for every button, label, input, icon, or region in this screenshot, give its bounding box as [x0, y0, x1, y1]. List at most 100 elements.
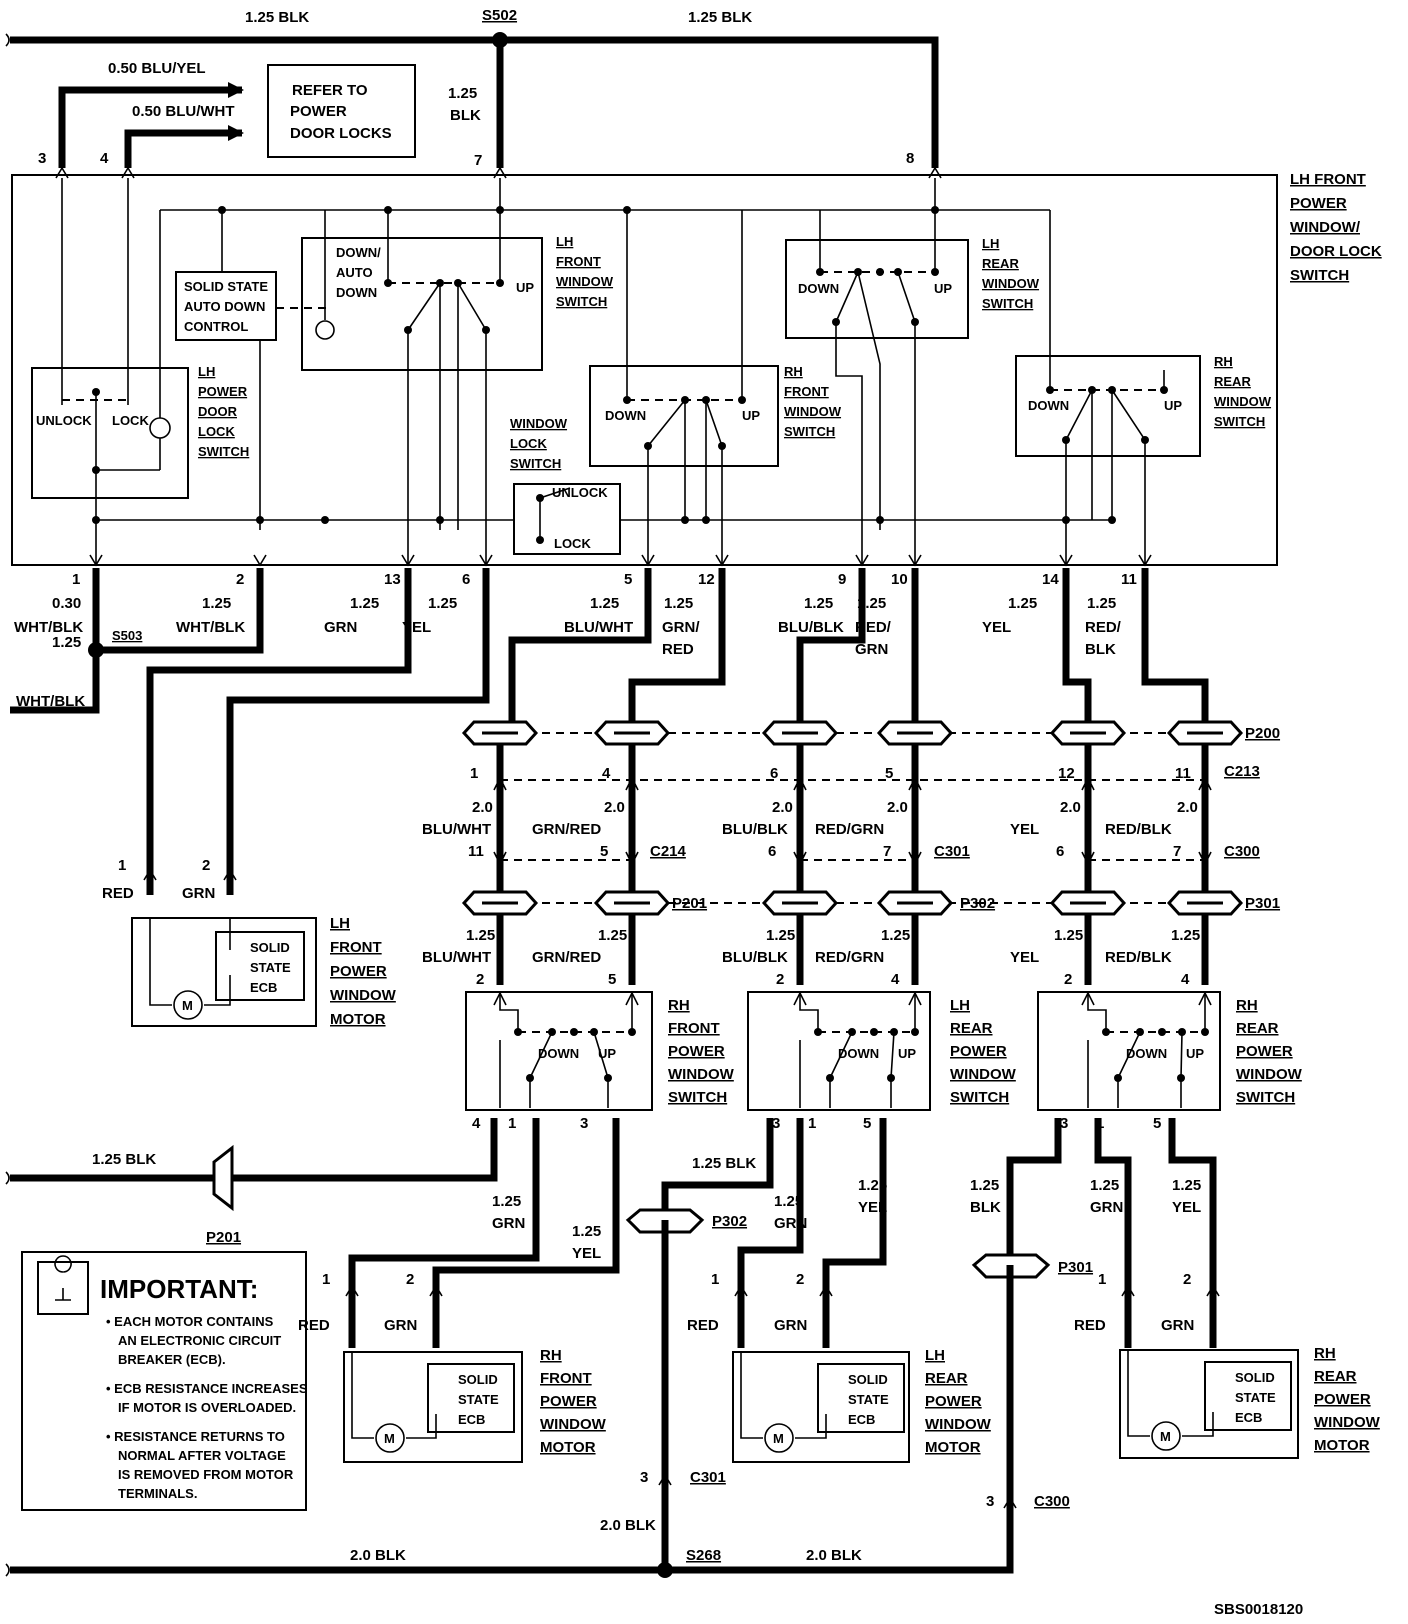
- dl-label2: POWER: [198, 384, 248, 399]
- motor-label-0-3: WINDOW: [540, 1416, 607, 1433]
- lhf-motor-m: M: [182, 998, 193, 1013]
- mid-size2-1: 1.25: [598, 927, 627, 944]
- motor-m-1: M: [773, 1431, 784, 1446]
- door-switch-label-2-0: RH: [1236, 997, 1258, 1014]
- top-wire-left-label: 1.25 BLK: [245, 9, 309, 26]
- mid-size-3: 2.0: [887, 799, 908, 816]
- wl-lock: LOCK: [554, 536, 591, 551]
- p301-inline-label: P301: [1058, 1259, 1093, 1276]
- door-switch-box-1: [747, 991, 931, 1111]
- c214-label: C214: [650, 843, 687, 860]
- mid-pin-a-3: 5: [885, 765, 893, 782]
- rhr-label3: WINDOW: [1214, 394, 1272, 409]
- motor-label-2-2: POWER: [1314, 1391, 1371, 1408]
- lhf-ecb3: ECB: [250, 980, 277, 995]
- motor-label-2-3: WINDOW: [1314, 1414, 1381, 1431]
- mid-pin-a-2: 6: [770, 765, 778, 782]
- bottom-color-6: BLU/BLK: [778, 619, 844, 636]
- motor-label-0-1: FRONT: [540, 1370, 592, 1387]
- ground-bus: 3 C301 3 C300 2.0 BLK 2.0 BLK S268 2.0 B…: [5, 1220, 1303, 1618]
- motor-label-1-3: WINDOW: [925, 1416, 992, 1433]
- bottom-pin-9: 11: [1121, 571, 1137, 588]
- main-switch-output-wires: S503 1.25 WHT/BLK: [10, 554, 1209, 895]
- bottom-color-3: YEL: [402, 619, 431, 636]
- bottom-color-2: GRN: [324, 619, 357, 636]
- motor-grn-2: GRN: [1161, 1317, 1194, 1334]
- motor-ecb-text-1-1: STATE: [848, 1392, 889, 1407]
- motor-pin2-2: 2: [1183, 1271, 1191, 1288]
- door-switch-label-2-2: POWER: [1236, 1043, 1293, 1060]
- dl-label1: LH: [198, 364, 215, 379]
- top-bus: 1.25 BLK S502 1.25 BLK 1.25 BLK 7 8 0.50…: [5, 7, 942, 179]
- motor-m-2: M: [1160, 1429, 1171, 1444]
- lhr-up: UP: [934, 281, 952, 296]
- connector-row-p200: P200 C213 C214 C301 C300 P201 P302 P301: [500, 725, 1280, 912]
- rhf-yel-size: 1.25: [572, 1223, 601, 1240]
- bottom-pin-0: 1: [72, 571, 80, 588]
- main-title-1: LH FRONT: [1290, 171, 1366, 188]
- lhf-ecb1: SOLID: [250, 940, 290, 955]
- lhf-down3: DOWN: [336, 285, 377, 300]
- door-switch-pin-0-2: 3: [580, 1115, 588, 1132]
- motor-ecb-text-0-2: ECB: [458, 1412, 485, 1427]
- lhf-label3: WINDOW: [556, 274, 614, 289]
- motor-pin2-1: 2: [796, 1271, 804, 1288]
- c300-label: C300: [1224, 843, 1260, 860]
- mid-size2-5: 1.25: [1171, 927, 1200, 944]
- mid-color2-5: RED/BLK: [1105, 949, 1172, 966]
- bottom-size-1: 1.25: [202, 595, 231, 612]
- rhr-label4: SWITCH: [1214, 414, 1265, 429]
- rhf-yel-color: YEL: [572, 1245, 601, 1262]
- motor-symbol-0: [375, 1423, 405, 1453]
- motor-symbol-1: [764, 1423, 794, 1453]
- bottom-pin-8: 14: [1042, 571, 1059, 588]
- mid-size-5: 2.0: [1177, 799, 1198, 816]
- bottom-color-5b: RED: [662, 641, 694, 658]
- motor-red-1: RED: [687, 1317, 719, 1334]
- motor-ecb-2: [1204, 1361, 1292, 1431]
- window-lock-switch: [513, 483, 621, 555]
- bottom-color-4: BLU/WHT: [564, 619, 633, 636]
- p302-label: P302: [960, 895, 995, 912]
- door-switch-down-0: DOWN: [538, 1046, 579, 1061]
- mid-color-5: RED/BLK: [1105, 821, 1172, 838]
- main-title-2: POWER: [1290, 195, 1347, 212]
- lhf-motor-label3: POWER: [330, 963, 387, 980]
- door-switch-up-0: UP: [598, 1046, 616, 1061]
- lhf-motor-pin1: 1: [118, 857, 126, 874]
- bottom-size-3: 1.25: [428, 595, 457, 612]
- c301-bottom-pin: 3: [640, 1469, 648, 1486]
- motor-box-1: [732, 1351, 910, 1463]
- motor-label-2-0: RH: [1314, 1345, 1336, 1362]
- door-switch-label-0-1: FRONT: [668, 1020, 720, 1037]
- wire-blu-wht-label: 0.50 BLU/WHT: [132, 103, 235, 120]
- note-3c: IS REMOVED FROM MOTOR: [118, 1467, 294, 1482]
- bottom-pin-1: 2: [236, 571, 244, 588]
- door-switch-pin-2-2: 5: [1153, 1115, 1161, 1132]
- bottom-size-9: 1.25: [1087, 595, 1116, 612]
- rhr-up: UP: [1164, 398, 1182, 413]
- bottom-pin-3: 6: [462, 571, 470, 588]
- door-switch-pin-2-0: 3: [1060, 1115, 1068, 1132]
- s502-color: BLK: [450, 107, 481, 124]
- rhr-blk-size: 1.25: [970, 1177, 999, 1194]
- wrench-icon: [54, 1255, 72, 1301]
- bottom-pin-2: 13: [384, 571, 401, 588]
- mid-size2-3: 1.25: [881, 927, 910, 944]
- motor-ecb-text-1-2: ECB: [848, 1412, 875, 1427]
- lhf-label1: LH: [556, 234, 573, 249]
- motor-pin2-0: 2: [406, 1271, 414, 1288]
- bottom-pin-7: 10: [891, 571, 908, 588]
- c301-label: C301: [934, 843, 970, 860]
- motor-ecb-text-0-1: STATE: [458, 1392, 499, 1407]
- rhr-blk-color: BLK: [970, 1199, 1001, 1216]
- mid-color-0: BLU/WHT: [422, 821, 491, 838]
- bottom-size-5: 1.25: [664, 595, 693, 612]
- lhr-label1: LH: [982, 236, 999, 251]
- refer-line1: REFER TO: [292, 82, 368, 99]
- mid-pin-c-3: 4: [891, 971, 900, 988]
- p301-label: P301: [1245, 895, 1280, 912]
- pin-3-top: 3: [38, 150, 46, 167]
- door-switch-down-2: DOWN: [1126, 1046, 1167, 1061]
- motor-pin1-1: 1: [711, 1271, 719, 1288]
